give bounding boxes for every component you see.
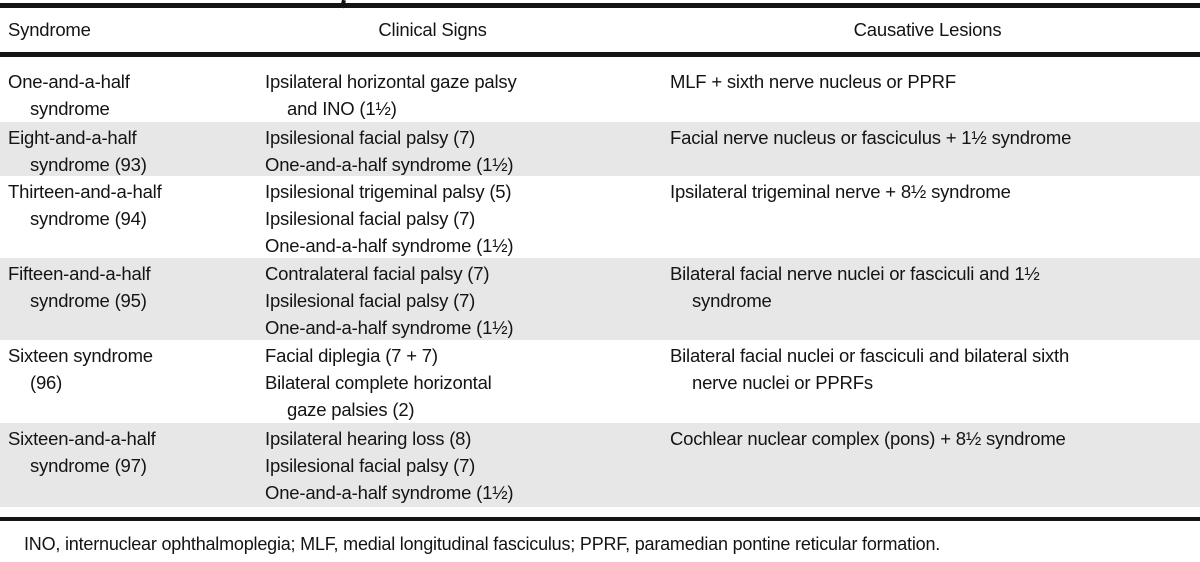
clinical-signs-cell: Ipsilateral hearing loss (8) Ipsilesiona…	[265, 425, 514, 506]
cell-line: Ipsilesional facial palsy (7)	[265, 290, 476, 311]
cell-line: Ipsilesional facial palsy (7)	[265, 127, 476, 148]
cell-line: Bilateral complete horizontal	[265, 372, 492, 393]
clinical-signs-cell: Ipsilesional trigeminal palsy (5) Ipsile…	[265, 178, 514, 259]
header-rule	[0, 52, 1200, 57]
syndrome-cell: Eight-and-a-half syndrome (93)	[8, 124, 147, 178]
cell-line: Ipsilateral trigeminal nerve + 8½ syndro…	[670, 181, 1011, 202]
cell-line: Ipsilesional trigeminal palsy (5)	[265, 181, 512, 202]
causative-lesions-cell: Bilateral facial nuclei or fasciculi and…	[670, 342, 1069, 396]
abbreviations-footnote: INO, internuclear ophthalmoplegia; MLF, …	[24, 534, 941, 554]
syndrome-cell: Sixteen syndrome (96)	[8, 342, 153, 396]
bottom-rule	[0, 517, 1200, 521]
column-header-clinical-signs: Clinical Signs	[378, 19, 487, 40]
cell-line: Eight-and-a-half	[8, 127, 137, 148]
causative-lesions-cell: Facial nerve nucleus or fasciculus + 1½ …	[670, 124, 1071, 151]
cell-line: One-and-a-half syndrome (1½)	[265, 154, 514, 175]
table-row: Eight-and-a-half syndrome (93) Ipsilesio…	[0, 122, 1200, 176]
cell-line: Cochlear nuclear complex (pons) + 8½ syn…	[670, 428, 1066, 449]
cell-line: syndrome	[30, 98, 110, 119]
causative-lesions-cell: Cochlear nuclear complex (pons) + 8½ syn…	[670, 425, 1066, 452]
cell-line: One-and-a-half syndrome (1½)	[265, 317, 514, 338]
clinical-signs-cell: Ipsilesional facial palsy (7) One-and-a-…	[265, 124, 514, 178]
cell-line: Bilateral facial nuclei or fasciculi and…	[670, 345, 1070, 366]
cell-line: gaze palsies (2)	[287, 399, 415, 420]
cell-line: Thirteen-and-a-half	[8, 181, 162, 202]
cell-line: nerve nuclei or PPRFs	[692, 372, 873, 393]
cell-line: One-and-a-half syndrome (1½)	[265, 235, 514, 256]
cell-line: One-and-a-half	[8, 71, 130, 92]
cell-line: syndrome (97)	[30, 455, 147, 476]
clinical-signs-cell: Contralateral facial palsy (7) Ipsilesio…	[265, 260, 514, 341]
clinical-signs-cell: Facial diplegia (7 + 7) Bilateral comple…	[265, 342, 492, 423]
cell-line: Ipsilesional facial palsy (7)	[265, 208, 476, 229]
syndrome-cell: Fifteen-and-a-half syndrome (95)	[8, 260, 151, 314]
table-row: Sixteen syndrome (96) Facial diplegia (7…	[0, 340, 1200, 423]
column-header-syndrome: Syndrome	[8, 19, 91, 40]
cell-line: (96)	[30, 372, 63, 393]
table-row: Sixteen-and-a-half syndrome (97) Ipsilat…	[0, 423, 1200, 507]
cell-line: syndrome (94)	[30, 208, 147, 229]
table-body: One-and-a-half syndrome Ipsilateral hori…	[0, 58, 1200, 507]
cell-line: MLF + sixth nerve nucleus or PPRF	[670, 71, 956, 92]
cell-line: Contralateral facial palsy (7)	[265, 263, 490, 284]
syndrome-cell: Thirteen-and-a-half syndrome (94)	[8, 178, 162, 232]
cell-line: syndrome (93)	[30, 154, 147, 175]
cell-line: syndrome	[692, 290, 772, 311]
column-header-causative-lesions: Causative Lesions	[853, 19, 1002, 40]
table-row: One-and-a-half syndrome Ipsilateral hori…	[0, 58, 1200, 122]
cell-line: and INO (1½)	[287, 98, 397, 119]
cell-line: Ipsilateral hearing loss (8)	[265, 428, 472, 449]
causative-lesions-cell: Bilateral facial nerve nuclei or fascicu…	[670, 260, 1040, 314]
causative-lesions-cell: MLF + sixth nerve nucleus or PPRF	[670, 68, 956, 95]
syndrome-cell: One-and-a-half syndrome	[8, 68, 130, 122]
table-header-row: Syndrome Clinical Signs Causative Lesion…	[0, 16, 1200, 46]
cell-line: syndrome (95)	[30, 290, 147, 311]
syndrome-cell: Sixteen-and-a-half syndrome (97)	[8, 425, 156, 479]
cell-line: Facial nerve nucleus or fasciculus + 1½ …	[670, 127, 1072, 148]
cell-line: Facial diplegia (7 + 7)	[265, 345, 438, 366]
cell-line: Fifteen-and-a-half	[8, 263, 151, 284]
clinical-signs-cell: Ipsilateral horizontal gaze palsy and IN…	[265, 68, 517, 122]
cell-line: One-and-a-half syndrome (1½)	[265, 482, 514, 503]
cell-line: Sixteen-and-a-half	[8, 428, 156, 449]
table-row: Thirteen-and-a-half syndrome (94) Ipsile…	[0, 176, 1200, 258]
cell-line: Ipsilateral horizontal gaze palsy	[265, 71, 517, 92]
top-rule	[0, 3, 1200, 8]
cell-line: Ipsilesional facial palsy (7)	[265, 455, 476, 476]
cell-line: Sixteen syndrome	[8, 345, 153, 366]
causative-lesions-cell: Ipsilateral trigeminal nerve + 8½ syndro…	[670, 178, 1011, 205]
table-row: Fifteen-and-a-half syndrome (95) Contral…	[0, 258, 1200, 340]
cell-line: Bilateral facial nerve nuclei or fascicu…	[670, 263, 1040, 284]
